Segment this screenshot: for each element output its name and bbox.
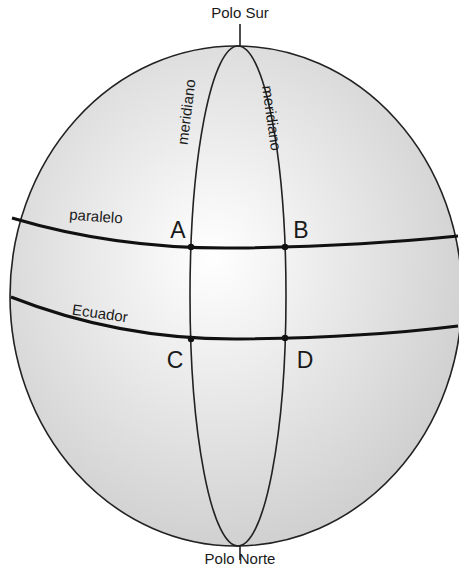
parallel-label: paralelo <box>69 207 123 226</box>
meridian-lines <box>190 46 286 546</box>
point-dot <box>188 244 194 250</box>
parallel-line <box>12 218 458 248</box>
equator-line <box>11 297 458 339</box>
point-dot <box>188 336 194 342</box>
point-dot <box>282 335 288 341</box>
point-label: A <box>170 219 185 242</box>
point-label: B <box>293 219 308 242</box>
pole-label: Polo Sur <box>211 5 269 20</box>
pole-tick <box>239 24 241 46</box>
point-label: D <box>297 349 314 372</box>
globe-outline <box>10 46 459 546</box>
point-dot <box>282 244 288 250</box>
pole-label: Polo Norte <box>205 551 276 566</box>
point-label: C <box>167 349 184 372</box>
